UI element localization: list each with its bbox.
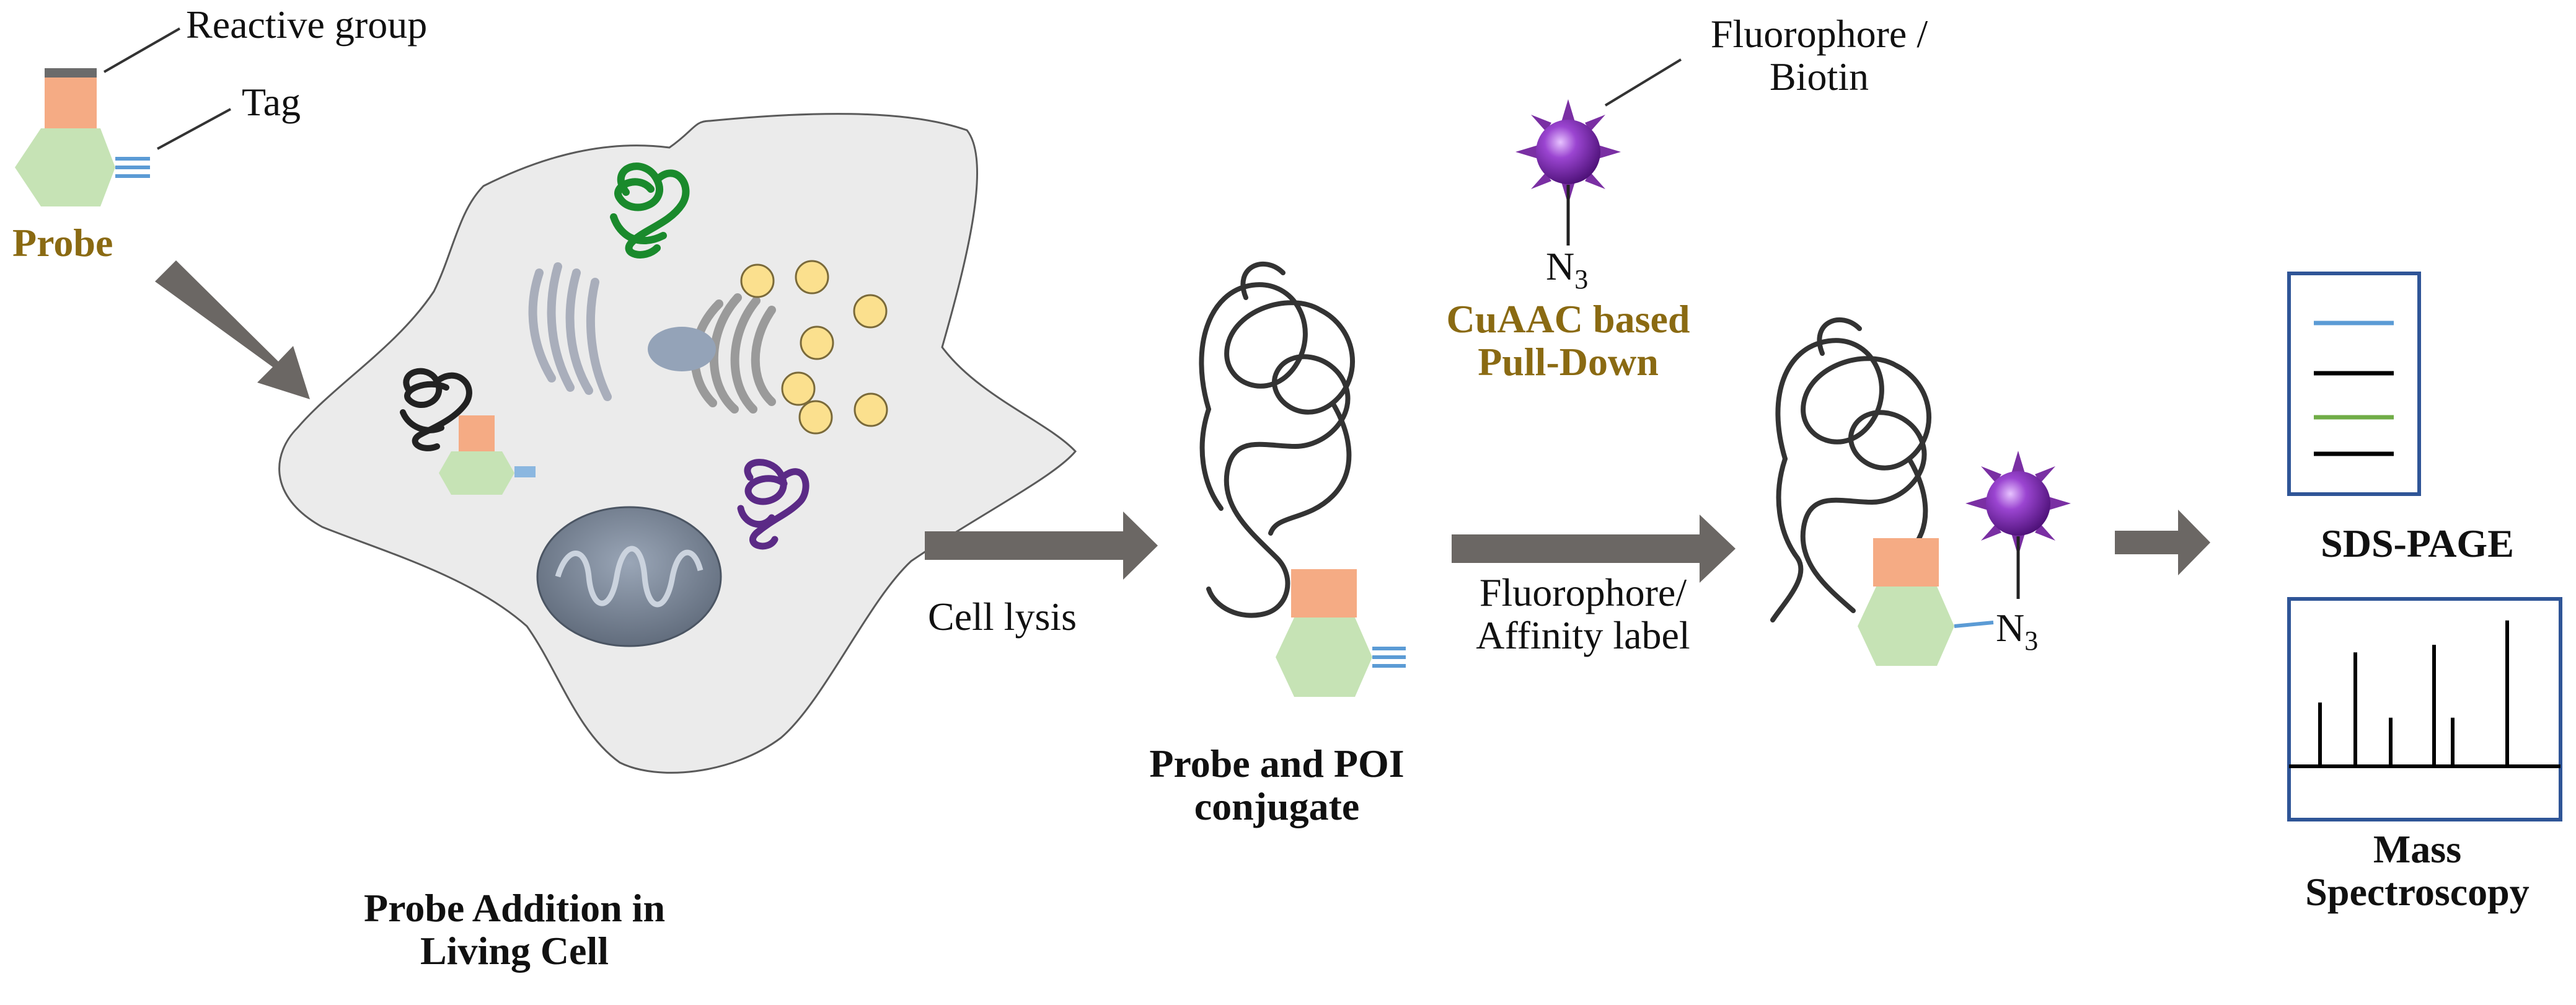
n3-top-subscript: 3 (1574, 264, 1589, 294)
label-probe-addition-line2: Living Cell (420, 929, 609, 973)
protein-purple (737, 459, 809, 550)
label-fluorophore-affinity-line2: Affinity label (1476, 613, 1690, 658)
fluorophore-sphere (1536, 120, 1600, 184)
fluorophore-pointer (1604, 58, 1682, 107)
label-n3-top: N3 (1546, 245, 1588, 294)
arrow-labeling (1452, 515, 1736, 583)
label-probe-poi-line1: Probe and POI (1149, 742, 1405, 786)
reactive-group-block (45, 77, 97, 128)
label-probe-addition-line1: Probe Addition in (363, 886, 666, 930)
spectrum-peaks (2318, 620, 2509, 766)
cell-membrane (278, 113, 1077, 774)
label-probe-poi-line2: conjugate (1194, 784, 1360, 829)
label-mass-line2: Spectroscopy (2305, 870, 2530, 914)
reactive-group-pointer (104, 27, 180, 73)
tag-stub (514, 466, 536, 477)
vesicles (740, 260, 888, 435)
n3-top-symbol: N (1546, 244, 1575, 288)
label-fluorophore-affinity-line1: Fluorophore/ (1479, 570, 1687, 614)
probe-hexagon (1858, 587, 1954, 666)
gel-frame (2287, 272, 2421, 496)
label-mass-spectroscopy: Mass Spectroscopy (2269, 828, 2566, 913)
label-probe-poi-conjugate: Probe and POI conjugate (1109, 742, 1444, 828)
label-cuaac-line1: CuAAC based (1446, 297, 1690, 341)
arrow-into-cell (155, 260, 310, 399)
label-fluorophore-biotin: Fluorophore / Biotin (1695, 12, 1943, 98)
probe-hexagon (1276, 618, 1372, 697)
triazole-link (1954, 621, 1994, 628)
label-fluorophore-affinity: Fluorophore/ Affinity label (1447, 571, 1719, 657)
fluorophore-top (1515, 58, 1682, 246)
probe-on-poi-1 (1276, 569, 1406, 697)
arrow-cell-lysis (925, 511, 1158, 580)
arrow-analysis (2115, 510, 2210, 575)
label-n3-right: N3 (1996, 606, 2038, 656)
mass-spec-panel (2287, 597, 2562, 821)
tag-pointer (157, 108, 231, 150)
tag-lines (1372, 647, 1406, 668)
reactive-group-block (1291, 569, 1357, 618)
protein-green (610, 162, 690, 259)
label-mass-line1: Mass (2373, 827, 2462, 871)
tag-lines (115, 157, 150, 178)
label-cuaac-line2: Pull-Down (1478, 340, 1659, 384)
reactive-group-cap (45, 68, 97, 79)
poi-tangle-2 (1770, 317, 1931, 622)
sds-page-panel (2287, 272, 2421, 496)
poi-tangle-1 (1199, 261, 1355, 618)
golgi-left (528, 262, 612, 401)
label-reactive-group: Reactive group (186, 2, 428, 46)
fluorophore-sphere (1986, 471, 2050, 536)
fluorophore-spikes (1965, 451, 2071, 556)
label-sds-page: SDS-PAGE (2321, 521, 2514, 565)
n3-right-subscript: 3 (2024, 626, 2039, 656)
fluorophore-attached (1965, 451, 2071, 599)
mitochondrion (536, 506, 722, 647)
probe-in-cell (439, 415, 536, 495)
reactive-group-block (459, 415, 495, 451)
label-tag: Tag (242, 80, 301, 124)
label-fluorophore-biotin-line1: Fluorophore / (1710, 12, 1928, 56)
small-nucleus (648, 327, 716, 371)
reactive-group-block (1873, 538, 1939, 587)
n3-right-symbol: N (1996, 606, 2025, 650)
legend-probe (15, 27, 231, 206)
probe-on-poi-2 (1858, 538, 1994, 666)
label-cuaac: CuAAC based Pull-Down (1432, 298, 1705, 383)
label-probe-addition: Probe Addition in Living Cell (322, 887, 707, 972)
probe-hexagon (439, 451, 514, 495)
gel-bands (2314, 321, 2394, 456)
living-cell (278, 113, 1077, 774)
probe-hexagon (15, 128, 115, 206)
label-fluorophore-biotin-line2: Biotin (1769, 55, 1869, 99)
label-cell-lysis: Cell lysis (928, 595, 1077, 639)
protein-black-in-cell (400, 368, 472, 451)
label-probe: Probe (12, 221, 113, 265)
spectrum-frame (2287, 597, 2562, 821)
